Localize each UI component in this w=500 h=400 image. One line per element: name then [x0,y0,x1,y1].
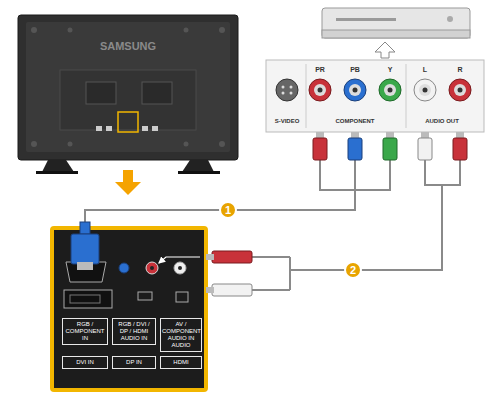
audio-plugs [159,251,252,296]
port-label: R [457,66,462,74]
port-label: PR [315,66,325,74]
port-label-box: DP IN [112,356,156,369]
port-label: Y [388,66,393,74]
zoom-arrow [115,170,141,195]
callout-number: 1 [219,201,237,219]
audio-cable [252,132,467,290]
port-label-text: AV / COMPONENT AUDIO IN [162,321,200,342]
port-label: PB [350,66,360,74]
monitor-back [18,15,238,174]
port-label: L [423,66,427,74]
port-group-label: AUDIO OUT [425,118,459,125]
port-label: S-VIDEO [275,118,300,125]
brand-name: SAMSUNG [100,40,156,52]
port-label-box: DVI IN [62,356,108,369]
port-label-text: RGB / COMPONENT IN [64,321,106,342]
callout-number: 2 [344,261,362,279]
dvd-output-panel [266,60,484,132]
port-label-text: AUDIO [162,342,200,349]
monitor-input-panel [52,222,206,390]
component-cable [85,132,397,222]
port-label-box: RGB / DVI / DP / HDMI AUDIO IN [112,318,156,345]
port-label-box: AV / COMPONENT AUDIO INAUDIO [160,318,202,352]
port-label-text: DVI IN [64,359,106,366]
port-group-label: COMPONENT [336,118,375,125]
port-label-text: DP IN [114,359,154,366]
port-label-text: HDMI [162,359,200,366]
dvd-player [322,8,470,58]
port-label-box: RGB / COMPONENT IN [62,318,108,345]
port-label-box: HDMI [160,356,202,369]
port-label-text: RGB / DVI / DP / HDMI AUDIO IN [114,321,154,342]
